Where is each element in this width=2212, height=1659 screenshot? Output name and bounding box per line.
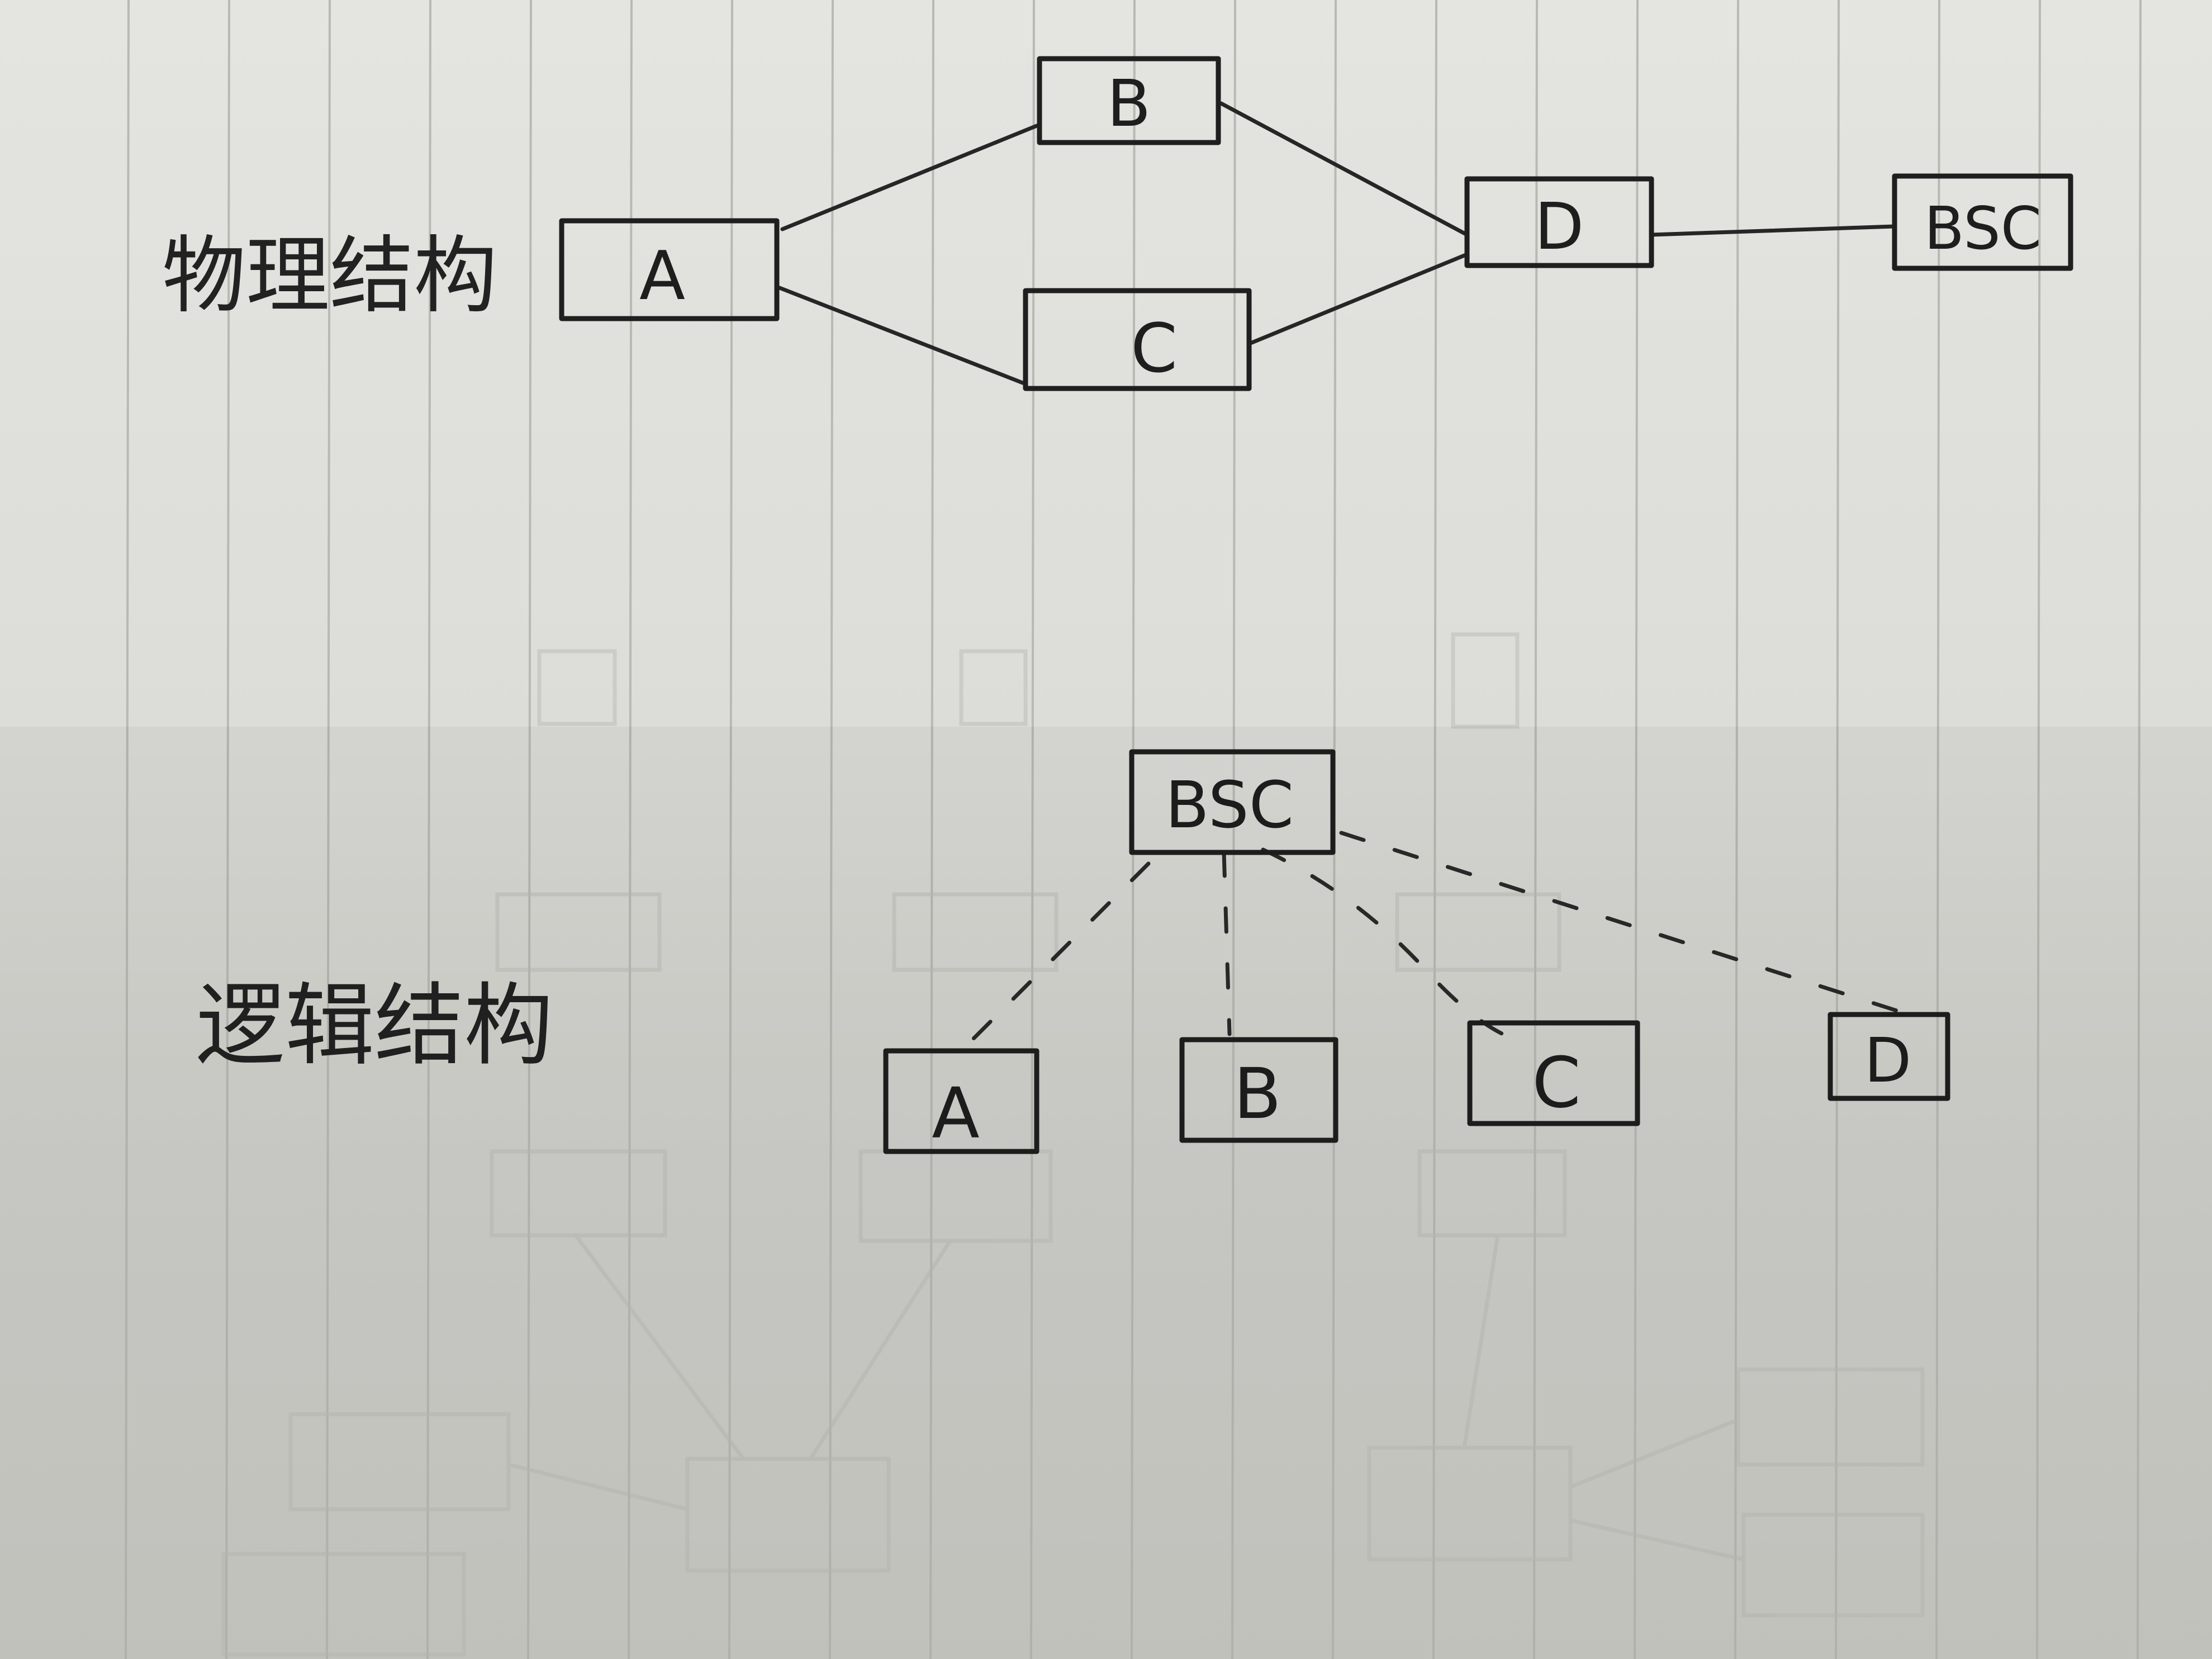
edge-c-d (1247, 252, 1469, 346)
ghost-box (495, 892, 662, 972)
physical-node-b: B (1037, 56, 1221, 145)
rule-line (1231, 0, 1236, 1659)
node-label: B (1107, 67, 1151, 141)
ghost-line (1569, 1418, 1739, 1489)
rule-line (527, 0, 532, 1659)
rule-line (2137, 0, 2142, 1659)
ghost-line (574, 1234, 745, 1461)
rule-line (326, 0, 331, 1659)
edge-bsc-d (1339, 831, 1902, 1014)
rule-line (1835, 0, 1840, 1659)
ghost-box (685, 1457, 891, 1573)
node-label: C (1131, 310, 1178, 388)
node-label: D (1864, 1025, 1912, 1096)
ghost-line (809, 1240, 952, 1460)
node-box (1129, 749, 1336, 855)
ghost-box (1367, 1445, 1573, 1562)
bleed-through-marks (221, 632, 1925, 1657)
node-label: A (639, 238, 685, 315)
node-box (1464, 176, 1654, 268)
logical-node-d: D (1827, 1012, 1950, 1101)
node-label: B (1233, 1054, 1281, 1135)
rule-line (225, 0, 230, 1659)
edge-d-bsc (1649, 224, 1897, 237)
node-label: D (1535, 189, 1584, 264)
ghost-box (1417, 1149, 1567, 1238)
ghost-box (1736, 1367, 1925, 1467)
node-label: C (1532, 1042, 1580, 1124)
physical-node-bsc: BSC (1892, 173, 2073, 271)
ghost-box (1451, 632, 1520, 729)
ghost-box (490, 1149, 667, 1238)
physical-structure-section: 物理结构 A B C D BSC (162, 56, 2073, 391)
rule-line (728, 0, 733, 1659)
node-label: BSC (1924, 195, 2042, 263)
rule-line (1935, 0, 1940, 1659)
physical-node-d: D (1464, 176, 1654, 268)
node-box (1179, 1037, 1338, 1143)
logical-structure-section: 逻辑结构 BSC A B C D (196, 749, 1950, 1154)
node-box (1892, 173, 2073, 271)
rule-line (1533, 0, 1538, 1659)
rule-line (929, 0, 934, 1659)
logical-structure-heading: 逻辑结构 (196, 973, 553, 1078)
rule-line (1030, 0, 1035, 1659)
logical-node-b: B (1179, 1037, 1338, 1143)
node-box (883, 1048, 1039, 1154)
edge-b-d (1219, 101, 1469, 237)
node-box (559, 218, 780, 321)
ghost-box (288, 1412, 511, 1511)
rule-line (1432, 0, 1437, 1659)
ghost-line (508, 1462, 688, 1511)
edge-a-b (780, 124, 1039, 231)
margin-line (125, 0, 130, 1659)
logical-node-bsc: BSC (1129, 749, 1336, 855)
physical-node-a: A (559, 218, 780, 321)
node-box (1827, 1012, 1950, 1101)
ghost-box (1395, 892, 1561, 972)
rule-line (1734, 0, 1739, 1659)
node-box (1467, 1020, 1640, 1126)
rule-line (829, 0, 834, 1659)
logical-node-a: A (883, 1048, 1039, 1154)
node-box (1023, 288, 1252, 391)
edge-bsc-a (959, 861, 1151, 1053)
ghost-box (1741, 1513, 1925, 1618)
rule-line (1634, 0, 1639, 1659)
ghost-box (892, 892, 1058, 972)
ghost-box (221, 1552, 466, 1657)
edge-a-c (777, 286, 1025, 385)
rule-line (2036, 0, 2041, 1659)
lighting-shadow (0, 727, 2212, 1659)
rule-line (628, 0, 633, 1659)
rule-line (426, 0, 431, 1659)
ghost-line (1462, 1235, 1500, 1448)
ghost-box (959, 649, 1028, 726)
physical-structure-heading: 物理结构 (162, 227, 497, 325)
node-box (1037, 56, 1221, 145)
node-label: BSC (1165, 768, 1294, 843)
logical-node-c: C (1467, 1020, 1640, 1126)
physical-node-c: C (1023, 288, 1252, 391)
node-label: A (932, 1073, 980, 1154)
ghost-box (537, 649, 617, 726)
ghost-line (1570, 1518, 1744, 1562)
